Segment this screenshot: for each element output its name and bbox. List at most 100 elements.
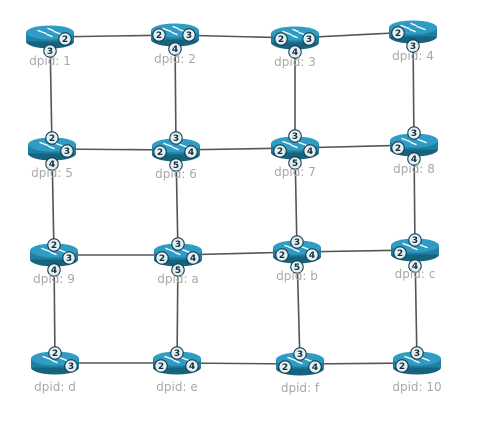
dpid-label: dpid: 8	[393, 162, 435, 176]
port-badge[interactable]: 2	[155, 251, 169, 265]
port-badge[interactable]: 3	[169, 131, 183, 145]
port-number: 5	[175, 266, 181, 276]
port-badge[interactable]: 3	[408, 233, 422, 247]
port-badge[interactable]: 3	[43, 44, 57, 58]
port-badge[interactable]: 3	[290, 235, 304, 249]
switch-se[interactable]: 32 4 dpid: e	[153, 346, 201, 394]
port-badge[interactable]: 2	[274, 32, 288, 46]
port-badge[interactable]: 5	[171, 263, 185, 277]
port-badge[interactable]: 5	[169, 158, 183, 172]
port-number: 2	[62, 35, 68, 45]
dpid-label: dpid: d	[34, 380, 76, 394]
switch-s10[interactable]: 32 dpid: 10	[392, 346, 442, 394]
port-number: 4	[190, 254, 196, 264]
port-badge[interactable]: 2	[395, 359, 409, 373]
port-number: 5	[292, 159, 298, 169]
port-badge[interactable]: 3	[60, 144, 74, 158]
dpid-label: dpid: 2	[154, 52, 196, 66]
port-badge[interactable]: 3	[410, 346, 424, 360]
port-badge[interactable]: 2	[58, 32, 72, 46]
links-layer	[49, 31, 418, 365]
port-badge[interactable]: 2	[153, 145, 167, 159]
port-badge[interactable]: 4	[288, 45, 302, 59]
port-badge[interactable]: 4	[47, 263, 61, 277]
port-badge[interactable]: 3	[171, 237, 185, 251]
port-number: 4	[411, 155, 417, 165]
port-badge[interactable]: 4	[303, 144, 317, 158]
port-badge[interactable]: 5	[288, 156, 302, 170]
port-badge[interactable]: 4	[408, 259, 422, 273]
port-badge[interactable]: 4	[168, 42, 182, 56]
port-badge[interactable]: 3	[293, 347, 307, 361]
port-badge[interactable]: 5	[290, 260, 304, 274]
port-number: 2	[399, 362, 405, 372]
port-badge[interactable]: 2	[391, 141, 405, 155]
port-badge[interactable]: 3	[62, 251, 76, 265]
port-number: 4	[412, 262, 418, 272]
port-number: 2	[397, 249, 403, 259]
port-badge[interactable]: 3	[182, 28, 196, 42]
port-number: 2	[158, 362, 164, 372]
port-badge[interactable]: 2	[48, 346, 62, 360]
port-number: 4	[189, 362, 195, 372]
port-badge[interactable]: 4	[45, 157, 59, 171]
port-badge[interactable]: 4	[308, 360, 322, 374]
port-number: 4	[292, 48, 298, 58]
port-badge[interactable]: 2	[152, 28, 166, 42]
port-number: 5	[294, 263, 300, 273]
dpid-label: dpid: b	[276, 269, 318, 283]
port-badge[interactable]: 2	[391, 26, 405, 40]
port-number: 3	[294, 238, 300, 248]
switch-sd[interactable]: 23 dpid: d	[31, 346, 79, 394]
port-number: 3	[175, 240, 181, 250]
dpid-label: dpid: e	[156, 380, 197, 394]
port-badge[interactable]: 3	[170, 346, 184, 360]
port-badge[interactable]: 4	[185, 359, 199, 373]
port-badge[interactable]: 2	[275, 248, 289, 262]
port-number: 2	[395, 144, 401, 154]
dpid-label: dpid: 6	[155, 167, 197, 181]
port-badge[interactable]: 3	[302, 32, 316, 46]
port-number: 4	[172, 45, 178, 55]
port-badge[interactable]: 3	[407, 126, 421, 140]
port-badge[interactable]: 2	[47, 238, 61, 252]
port-badge[interactable]: 4	[407, 152, 421, 166]
port-badge[interactable]: 4	[184, 145, 198, 159]
port-badge[interactable]: 3	[288, 129, 302, 143]
dpid-label: dpid: 9	[33, 272, 75, 286]
port-number: 3	[68, 362, 74, 372]
port-number: 2	[282, 363, 288, 373]
port-number: 2	[156, 31, 162, 41]
port-number: 3	[306, 35, 312, 45]
port-badge[interactable]: 2	[393, 246, 407, 260]
port-number: 4	[49, 160, 55, 170]
port-number: 3	[173, 134, 179, 144]
port-badge[interactable]: 2	[154, 359, 168, 373]
port-badge[interactable]: 4	[186, 251, 200, 265]
port-badge[interactable]: 4	[305, 248, 319, 262]
port-badge[interactable]: 3	[64, 359, 78, 373]
port-badge[interactable]: 3	[406, 39, 420, 53]
port-number: 3	[410, 42, 416, 52]
port-badge[interactable]: 2	[273, 144, 287, 158]
dpid-label: dpid: 10	[392, 380, 441, 394]
port-number: 4	[312, 363, 318, 373]
dpid-label: dpid: 5	[31, 166, 73, 180]
port-badge[interactable]: 2	[278, 360, 292, 374]
port-badge[interactable]: 2	[45, 131, 59, 145]
port-number: 3	[47, 47, 53, 57]
